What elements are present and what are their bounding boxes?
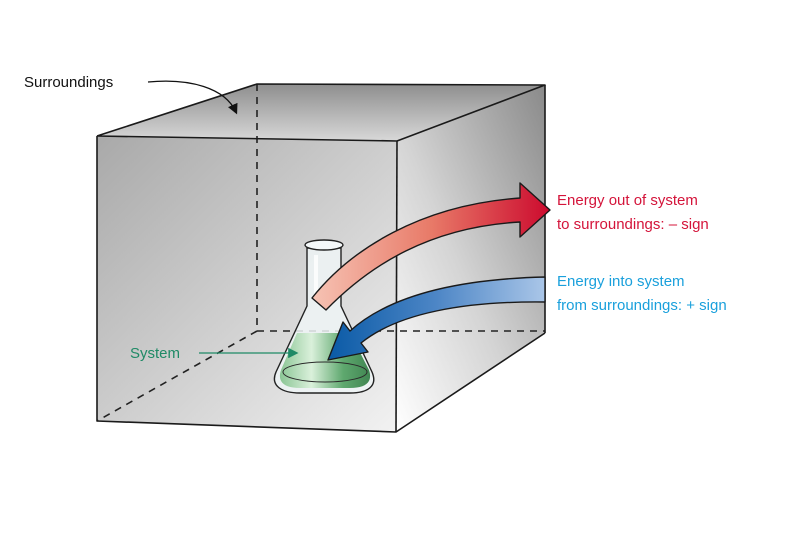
system-label: System — [130, 345, 180, 362]
energy-in-label-line1: Energy into system — [557, 273, 685, 290]
flask-rim — [304, 239, 344, 251]
energy-out-arrow — [311, 182, 551, 311]
surroundings-label: Surroundings — [24, 74, 113, 91]
cube-right-face — [396, 85, 545, 432]
surroundings-pointer-arrow — [147, 80, 238, 115]
energy-out-label-line2: to surroundings: – sign — [557, 216, 709, 233]
energy-in-arrow — [327, 276, 546, 361]
cube-hidden-edges — [96, 84, 545, 422]
energy-out-label-line1: Energy out of system — [557, 192, 698, 209]
energy-in-label-line2: from surroundings: + sign — [557, 297, 727, 314]
